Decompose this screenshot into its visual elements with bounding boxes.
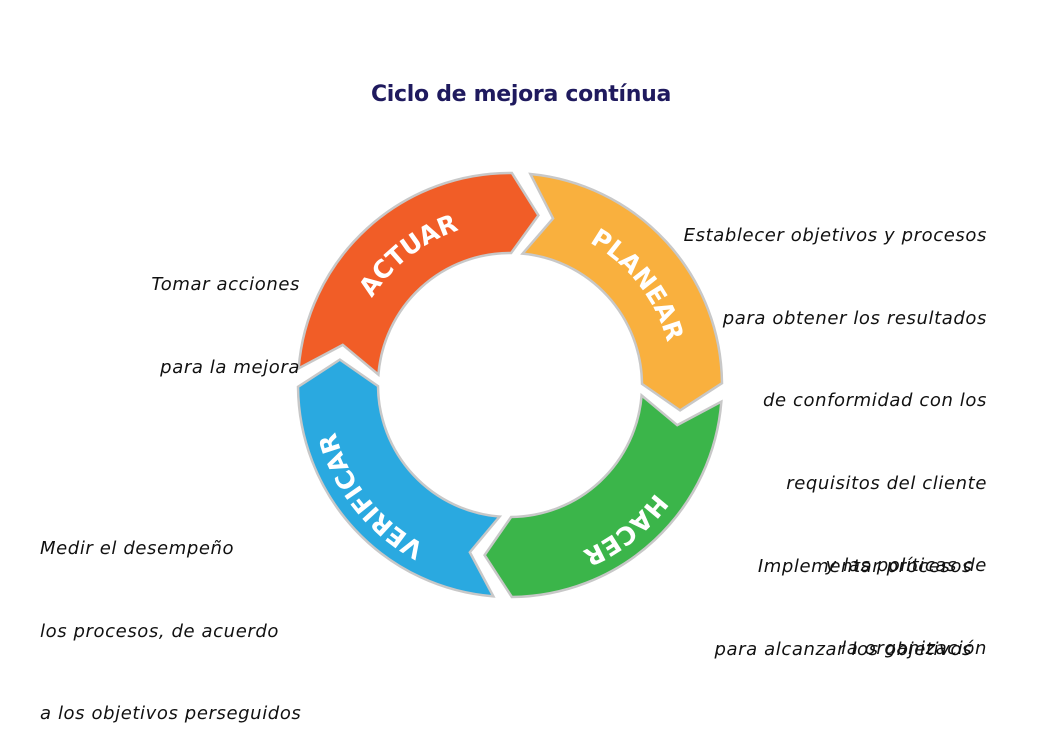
- diagram-title: Ciclo de mejora contínua: [370, 82, 672, 107]
- hacer-line: Implementar procesos: [757, 556, 972, 577]
- hacer-line: para alcanzar los objetivos: [714, 638, 972, 660]
- segment-planear: [520, 172, 724, 412]
- verificar-line: Medir el desempeño: [40, 538, 235, 559]
- planear-line: de conformidad con los: [762, 390, 987, 411]
- verificar-description: Medir el desempeño los procesos, de acue…: [40, 480, 301, 755]
- planear-description: Establecer objetivos y procesos para obt…: [684, 167, 987, 690]
- segment-verificar: [296, 358, 503, 598]
- verificar-line: los procesos, de acuerdo: [40, 620, 280, 642]
- planear-line: la organización: [841, 637, 987, 659]
- actuar-description: Tomar acciones para la mejora: [151, 216, 300, 409]
- planear-line: Establecer objetivos y procesos: [683, 225, 987, 246]
- planear-line: y las políticas de: [825, 555, 987, 576]
- actuar-line: Tomar acciones: [151, 274, 300, 295]
- actuar-line: para la mejora: [160, 356, 300, 378]
- planear-line: para obtener los resultados: [722, 307, 987, 329]
- verificar-line: a los objetivos perseguidos: [40, 703, 302, 724]
- hacer-description: Implementar procesos para alcanzar los o…: [714, 498, 972, 691]
- planear-line: requisitos del cliente: [786, 472, 987, 494]
- segment-actuar: [297, 171, 540, 378]
- segment-hacer: [483, 392, 723, 599]
